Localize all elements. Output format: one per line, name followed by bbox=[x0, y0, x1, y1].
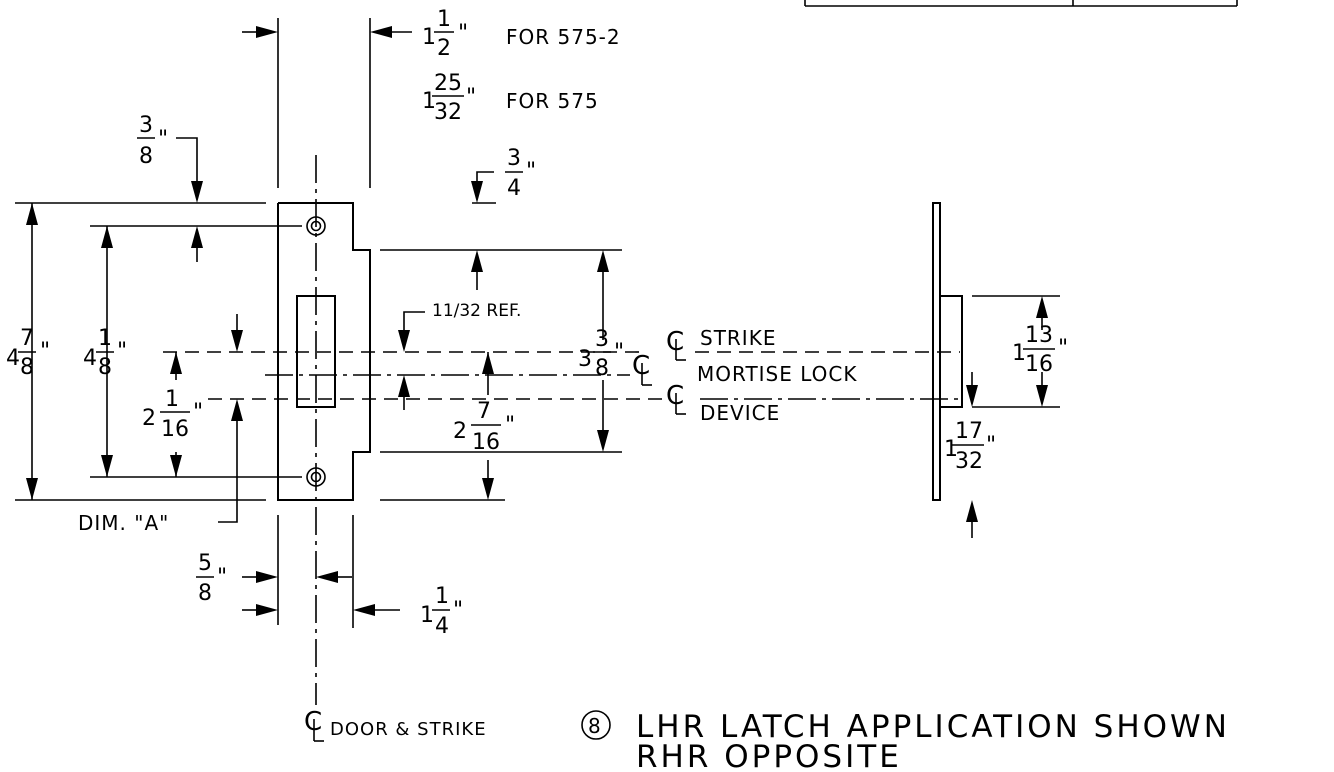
svg-text:8: 8 bbox=[588, 714, 601, 738]
svg-text:LHR LATCH APPLICATION SHOWN: LHR LATCH APPLICATION SHOWN bbox=[636, 709, 1230, 745]
cl-device: C DEVICE bbox=[666, 381, 780, 425]
svg-text:25: 25 bbox=[434, 71, 462, 96]
svg-text:2: 2 bbox=[453, 419, 467, 444]
svg-text:1: 1 bbox=[944, 437, 958, 462]
svg-text:1: 1 bbox=[165, 387, 179, 412]
svg-text:7: 7 bbox=[477, 399, 491, 424]
svg-text:1: 1 bbox=[435, 584, 449, 609]
svg-text:4: 4 bbox=[507, 176, 521, 201]
dim-lip: 1 1 4 " bbox=[420, 584, 463, 639]
svg-text:8: 8 bbox=[198, 581, 212, 606]
dim-center-to-bottom: 2 7 16 " bbox=[453, 399, 515, 455]
svg-text:3: 3 bbox=[139, 113, 153, 138]
svg-text:": " bbox=[40, 339, 50, 364]
svg-text:": " bbox=[526, 159, 536, 184]
svg-text:16: 16 bbox=[1025, 352, 1053, 377]
cl-strike: C STRIKE bbox=[666, 326, 776, 361]
dim-top-offset: 3 8 " bbox=[137, 113, 203, 262]
svg-text:4: 4 bbox=[6, 346, 20, 371]
ref-label: 11/32 REF. bbox=[432, 301, 521, 321]
svg-text:16: 16 bbox=[472, 430, 500, 455]
svg-text:RHR OPPOSITE: RHR OPPOSITE bbox=[636, 739, 902, 772]
svg-text:": " bbox=[453, 598, 463, 623]
svg-text:": " bbox=[986, 433, 996, 458]
svg-text:": " bbox=[614, 340, 624, 365]
svg-text:8: 8 bbox=[139, 144, 153, 169]
svg-text:2: 2 bbox=[142, 406, 156, 431]
svg-text:7: 7 bbox=[20, 326, 34, 351]
dim-a-label: DIM. "A" bbox=[78, 511, 169, 535]
svg-text:17: 17 bbox=[955, 419, 983, 444]
note-number-circle bbox=[581, 710, 611, 740]
svg-text:1: 1 bbox=[437, 7, 451, 32]
svg-text:3: 3 bbox=[507, 146, 521, 171]
svg-text:": " bbox=[1058, 336, 1068, 361]
svg-text:16: 16 bbox=[161, 417, 189, 442]
cl-door-strike: C DOOR & STRIKE bbox=[304, 707, 487, 742]
dim-width-575: 1 25 32 " FOR 575 bbox=[422, 71, 599, 125]
svg-text:C: C bbox=[666, 327, 685, 357]
svg-text:2: 2 bbox=[437, 36, 451, 61]
strike-side-view bbox=[932, 202, 1060, 501]
svg-text:MORTISE LOCK: MORTISE LOCK bbox=[697, 362, 858, 386]
note-8: 8 LHR LATCH APPLICATION SHOWN RHR OPPOSI… bbox=[581, 709, 1230, 772]
svg-text:1: 1 bbox=[1012, 341, 1026, 366]
svg-text:DOOR & STRIKE: DOOR & STRIKE bbox=[330, 719, 487, 740]
svg-text:4: 4 bbox=[435, 614, 449, 639]
svg-text:1: 1 bbox=[98, 326, 112, 351]
svg-text:13: 13 bbox=[1025, 323, 1053, 348]
svg-text:": " bbox=[217, 565, 227, 590]
svg-text:5: 5 bbox=[198, 551, 212, 576]
svg-text:32: 32 bbox=[434, 100, 462, 125]
svg-text:C: C bbox=[304, 707, 323, 737]
svg-text:3: 3 bbox=[595, 327, 609, 352]
svg-text:4: 4 bbox=[83, 346, 97, 371]
dim-width-575-2: 1 1 2 " FOR 575-2 bbox=[422, 7, 621, 61]
svg-text:FOR 575-2: FOR 575-2 bbox=[506, 25, 621, 49]
dim-strike-height: 3 3 8 " bbox=[578, 327, 624, 381]
svg-text:1: 1 bbox=[422, 25, 436, 50]
svg-text:32: 32 bbox=[955, 449, 983, 474]
title-block-fragment bbox=[804, 0, 1238, 7]
svg-text:8: 8 bbox=[595, 356, 609, 381]
svg-text:FOR 575: FOR 575 bbox=[506, 89, 599, 113]
cl-mortise: C MORTISE LOCK bbox=[632, 351, 858, 386]
dim-overall-height: 4 7 8 " bbox=[6, 326, 50, 380]
dim-side-right: 1 13 16 " bbox=[1012, 323, 1068, 377]
svg-text:C: C bbox=[666, 381, 685, 411]
svg-text:": " bbox=[193, 400, 203, 425]
svg-text:8: 8 bbox=[20, 355, 34, 380]
svg-text:STRIKE: STRIKE bbox=[700, 326, 776, 350]
dim-setback: 5 8 " bbox=[196, 551, 227, 606]
svg-text:1: 1 bbox=[420, 603, 434, 628]
svg-text:8: 8 bbox=[98, 355, 112, 380]
svg-text:DEVICE: DEVICE bbox=[700, 401, 780, 425]
svg-text:": " bbox=[158, 127, 168, 152]
svg-text:": " bbox=[505, 413, 515, 438]
dim-side-bottom: 1 17 32 " bbox=[944, 419, 996, 474]
dim-right-top: 3 4 " bbox=[471, 146, 536, 290]
dim-hole-spacing: 4 1 8 " bbox=[83, 326, 127, 380]
svg-text:": " bbox=[117, 339, 127, 364]
svg-text:": " bbox=[466, 85, 476, 110]
svg-text:": " bbox=[458, 21, 468, 46]
svg-text:C: C bbox=[632, 351, 651, 381]
svg-text:3: 3 bbox=[578, 347, 592, 372]
dim-lower: 2 1 16 " bbox=[142, 387, 203, 442]
